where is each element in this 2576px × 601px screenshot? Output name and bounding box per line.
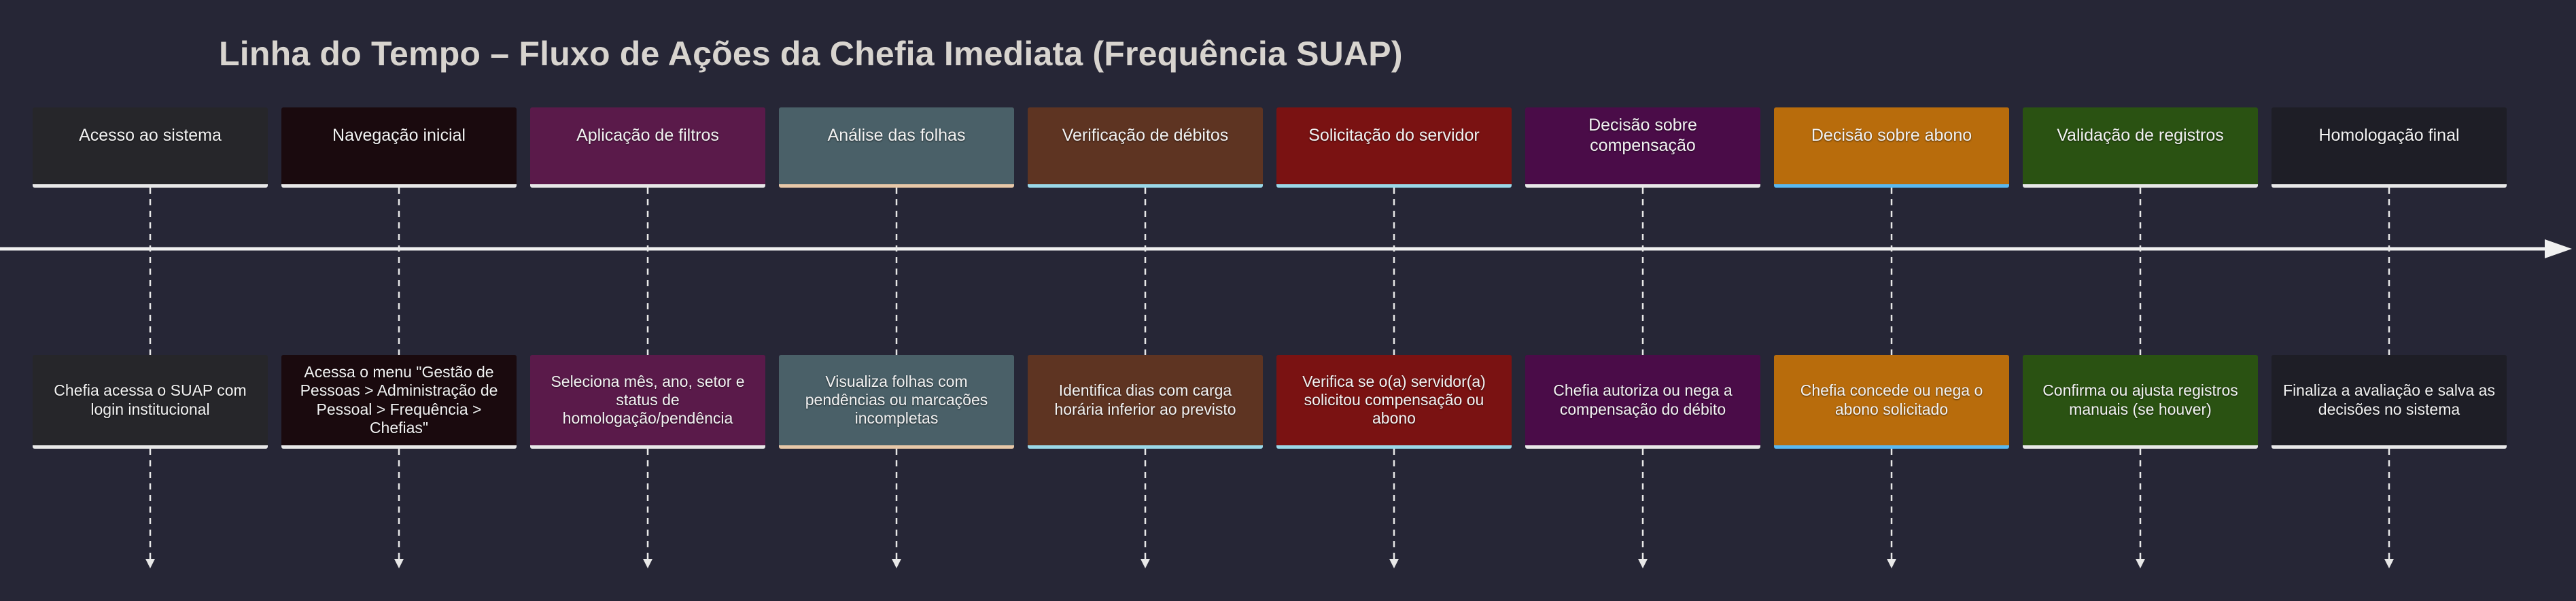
connector-arrowhead-4 (892, 559, 901, 568)
phase-label: Decisão sobre abono (1811, 125, 1972, 145)
action-label: Verifica se o(a) servidor(a) solicitou c… (1302, 372, 1486, 428)
phase-label: Navegação inicial (332, 125, 466, 145)
action-box-4: Visualiza folhas com pendências ou marca… (779, 355, 1014, 449)
action-label: Identifica dias com carga horária inferi… (1054, 381, 1236, 418)
action-label: Confirma ou ajusta registros manuais (se… (2042, 381, 2238, 418)
action-label: Finaliza a avaliação e salva as decisões… (2283, 381, 2495, 418)
phase-box-8: Decisão sobre abono (1774, 107, 2009, 188)
action-label: Acessa o menu "Gestão de Pessoas > Admin… (300, 363, 498, 436)
phase-label: Solicitação do servidor (1308, 125, 1480, 145)
phase-label: Homologação final (2318, 125, 2460, 145)
phase-box-6: Solicitação do servidor (1276, 107, 1512, 188)
action-label: Chefia concede ou nega o abono solicitad… (1800, 381, 1983, 418)
phase-box-10: Homologação final (2272, 107, 2507, 188)
phase-box-7: Decisão sobre compensação (1525, 107, 1760, 188)
phase-label: Validação de registros (2057, 125, 2224, 145)
action-box-10: Finaliza a avaliação e salva as decisões… (2272, 355, 2507, 449)
action-box-9: Confirma ou ajusta registros manuais (se… (2023, 355, 2258, 449)
action-box-1: Chefia acessa o SUAP com login instituci… (33, 355, 268, 449)
phase-label: Verificação de débitos (1062, 125, 1229, 145)
phase-label: Decisão sobre compensação (1588, 116, 1697, 155)
action-label: Seleciona mês, ano, setor e status de ho… (551, 372, 745, 428)
phase-label: Acesso ao sistema (79, 125, 222, 145)
action-box-2: Acessa o menu "Gestão de Pessoas > Admin… (281, 355, 517, 449)
phase-box-9: Validação de registros (2023, 107, 2258, 188)
connector-arrowhead-9 (2136, 559, 2145, 568)
phase-box-5: Verificação de débitos (1028, 107, 1263, 188)
phase-box-3: Aplicação de filtros (530, 107, 765, 188)
action-label: Chefia autoriza ou nega a compensação do… (1553, 381, 1733, 418)
connector-arrowhead-10 (2384, 559, 2394, 568)
action-box-6: Verifica se o(a) servidor(a) solicitou c… (1276, 355, 1512, 449)
connector-arrowhead-3 (643, 559, 652, 568)
connector-arrowhead-1 (145, 559, 155, 568)
page-title: Linha do Tempo – Fluxo de Ações da Chefi… (219, 35, 1403, 73)
connector-arrowhead-2 (394, 559, 404, 568)
action-box-5: Identifica dias com carga horária inferi… (1028, 355, 1263, 449)
connector-arrowhead-6 (1389, 559, 1399, 568)
action-label: Visualiza folhas com pendências ou marca… (805, 372, 988, 428)
phase-box-4: Análise das folhas (779, 107, 1014, 188)
phase-label: Aplicação de filtros (576, 125, 719, 145)
connector-arrowhead-7 (1638, 559, 1648, 568)
phase-label: Análise das folhas (827, 125, 966, 145)
timeline-axis-arrowhead (2545, 239, 2572, 258)
action-box-8: Chefia concede ou nega o abono solicitad… (1774, 355, 2009, 449)
action-box-7: Chefia autoriza ou nega a compensação do… (1525, 355, 1760, 449)
phase-box-2: Navegação inicial (281, 107, 517, 188)
phase-box-1: Acesso ao sistema (33, 107, 268, 188)
action-label: Chefia acessa o SUAP com login instituci… (54, 381, 247, 418)
connector-arrowhead-8 (1887, 559, 1896, 568)
action-box-3: Seleciona mês, ano, setor e status de ho… (530, 355, 765, 449)
connector-arrowhead-5 (1141, 559, 1150, 568)
